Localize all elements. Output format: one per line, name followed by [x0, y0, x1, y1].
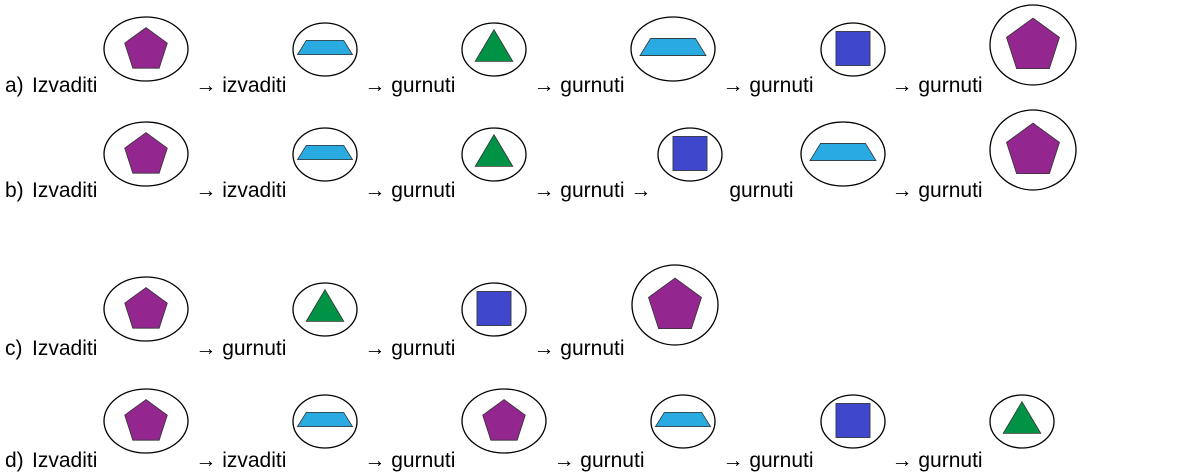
- pentagon-token: [103, 276, 190, 342]
- square-icon: [835, 30, 870, 66]
- step-arrow-text: → gurnuti: [195, 337, 287, 360]
- triangle-token: [461, 126, 528, 182]
- step-arrow-text: → gurnuti: [891, 74, 983, 97]
- triangle-icon: [474, 133, 514, 167]
- step-arrow-text: → gurnuti: [364, 449, 456, 472]
- row-label: a): [5, 74, 24, 97]
- trapezoid-token: [292, 393, 359, 449]
- trapezoid-icon: [808, 143, 877, 161]
- step-text: Izvaditi: [32, 74, 98, 97]
- trapezoid-icon: [297, 144, 354, 160]
- step-arrow-text: → gurnuti: [722, 449, 814, 472]
- pentagon-token: [988, 109, 1077, 191]
- square-token: [461, 281, 528, 337]
- step-arrow-text: → gurnuti: [364, 74, 456, 97]
- pentagon-icon: [124, 27, 169, 69]
- trapezoid-token: [650, 393, 717, 449]
- pentagon-icon: [124, 287, 169, 329]
- step-arrow-text: → gurnuti: [553, 449, 645, 472]
- step-arrow-text: → gurnuti: [364, 179, 456, 202]
- step-text: Izvaditi: [32, 179, 98, 202]
- row-label: c): [5, 337, 23, 360]
- pentagon-icon: [647, 277, 702, 329]
- trapezoid-token: [799, 121, 886, 187]
- pentagon-icon: [124, 399, 169, 441]
- pentagon-icon: [1005, 17, 1060, 69]
- triangle-token: [988, 393, 1055, 449]
- trapezoid-token: [630, 16, 717, 82]
- trapezoid-token: [292, 126, 359, 182]
- triangle-icon: [305, 288, 345, 322]
- trapezoid-token: [292, 21, 359, 77]
- trapezoid-icon: [297, 411, 354, 427]
- square-icon: [672, 135, 708, 171]
- step-arrow-text: → izvaditi: [195, 179, 287, 202]
- step-arrow-text: → gurnuti →: [533, 179, 652, 202]
- triangle-token: [292, 281, 359, 337]
- square-token: [819, 393, 886, 449]
- step-arrow-text: → izvaditi: [195, 449, 287, 472]
- square-token: [657, 126, 723, 182]
- trapezoid-icon: [655, 411, 712, 427]
- square-icon: [477, 290, 512, 326]
- step-arrow-text: → gurnuti: [533, 74, 625, 97]
- pentagon-token: [103, 388, 190, 454]
- pentagon-icon: [124, 132, 169, 174]
- triangle-icon: [474, 28, 514, 62]
- square-icon: [835, 402, 870, 438]
- pentagon-token: [630, 264, 719, 346]
- step-arrow-text: → izvaditi: [195, 74, 287, 97]
- pentagon-token: [988, 4, 1077, 86]
- triangle-icon: [1002, 400, 1042, 434]
- pentagon-icon: [482, 399, 527, 441]
- row-label: d): [5, 449, 24, 472]
- step-text: Izvaditi: [32, 449, 98, 472]
- step-arrow-text: → gurnuti: [891, 449, 983, 472]
- triangle-token: [461, 21, 528, 77]
- pentagon-icon: [1005, 122, 1060, 174]
- step-arrow-text: → gurnuti: [364, 337, 456, 360]
- step-text: gurnuti: [729, 179, 794, 202]
- step-arrow-text: → gurnuti: [891, 179, 983, 202]
- trapezoid-icon: [639, 38, 708, 56]
- trapezoid-icon: [297, 39, 354, 55]
- step-arrow-text: → gurnuti: [533, 337, 625, 360]
- step-arrow-text: → gurnuti: [722, 74, 814, 97]
- pentagon-token: [103, 16, 190, 82]
- row-label: b): [5, 179, 24, 202]
- square-token: [819, 21, 886, 77]
- step-text: Izvaditi: [32, 337, 98, 360]
- pentagon-token: [103, 121, 190, 187]
- pentagon-token: [461, 388, 548, 454]
